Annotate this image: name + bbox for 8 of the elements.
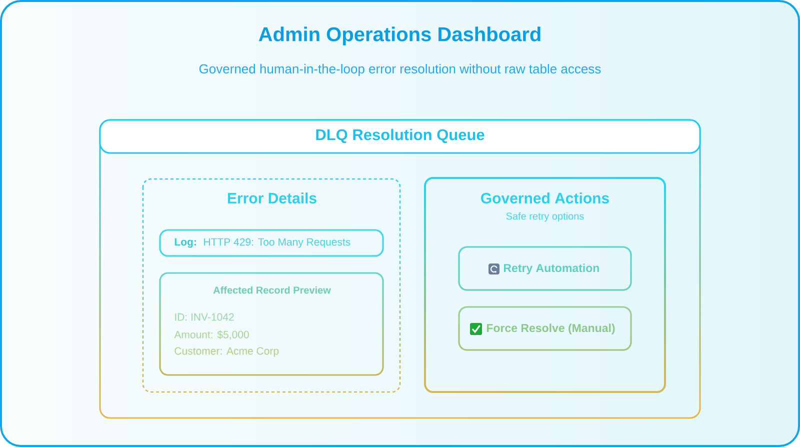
subtitle: Governed human-in-the-loop error resolution without raw table access [199, 64, 601, 76]
record-field: Customer: Acme Corp [174, 347, 279, 357]
title: Admin Operations Dashboard [258, 26, 540, 46]
log-box: Log: HTTP 429: Too Many Requests [159, 229, 384, 257]
record-field: Amount: $5,000 [174, 330, 249, 340]
record-field: ID: INV-1042 [175, 313, 234, 321]
panel-subtitle: Safe retry options [506, 212, 584, 222]
panel-header: DLQ Resolution Queue [99, 119, 701, 154]
